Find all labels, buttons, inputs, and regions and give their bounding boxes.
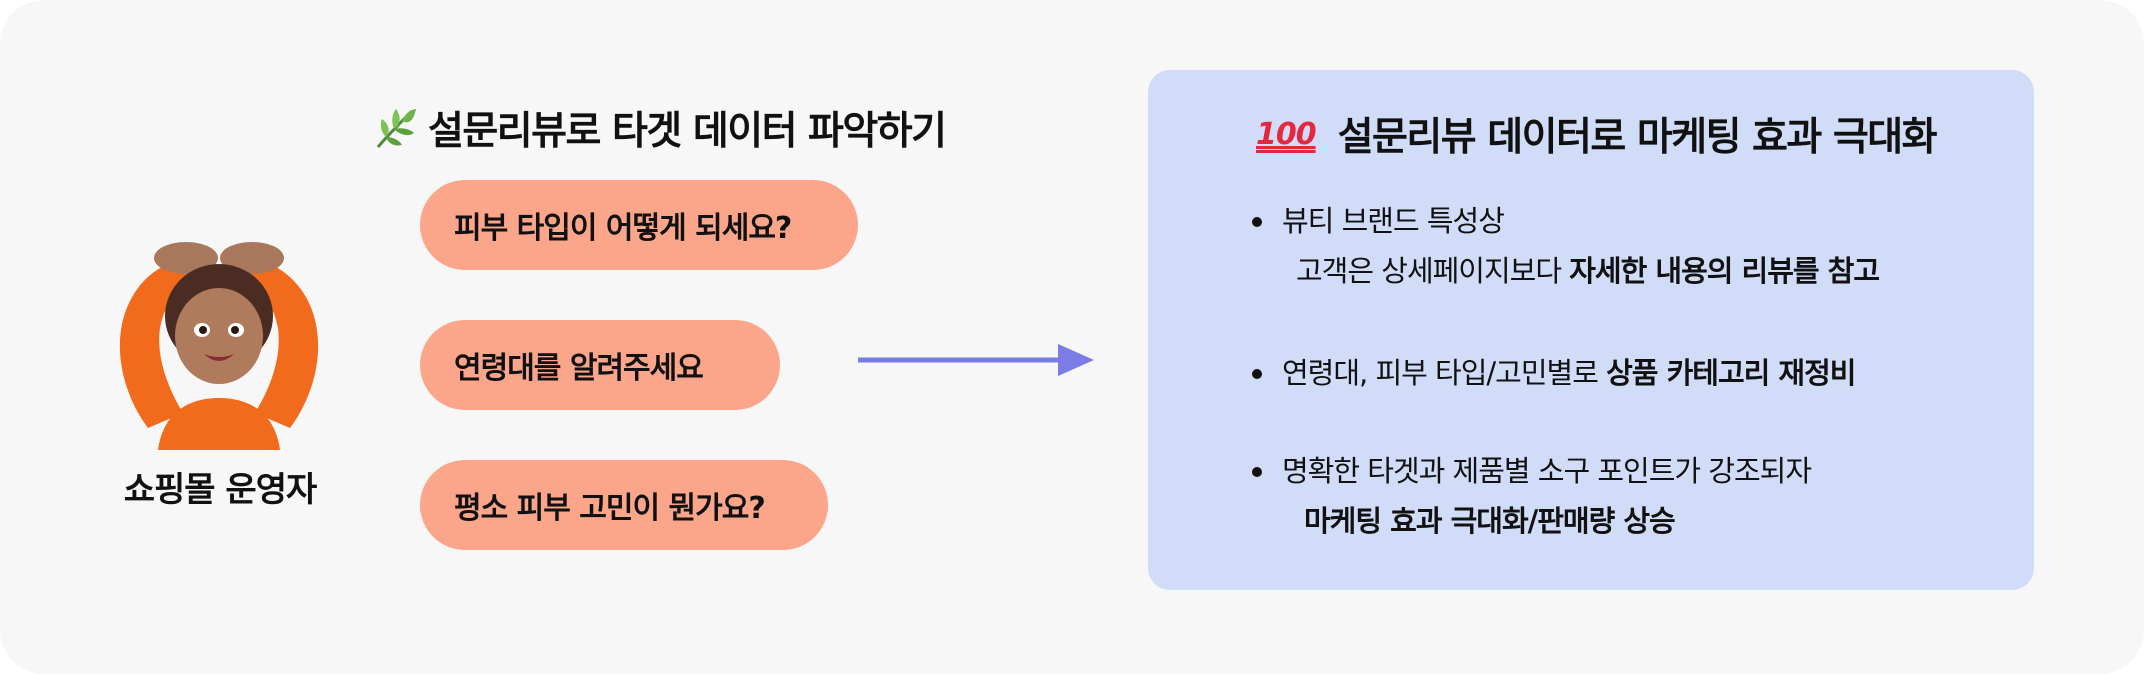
- bullet-text: 연령대, 피부 타입/고민별로: [1282, 356, 1607, 390]
- hundred-points-icon: 100: [1256, 116, 1317, 152]
- bullet-item: 명확한 타겟과 제품별 소구 포인트가 강조되자 마케팅 효과 극대화/판매량 …: [1252, 446, 1812, 546]
- question-pill-skin-concern: 평소 피부 고민이 뭔가요?: [420, 460, 828, 550]
- panel-title-text: 설문리뷰 데이터로 마케팅 효과 극대화: [1337, 115, 1938, 160]
- bullet-dot: [1252, 217, 1262, 227]
- panel-title: 100 설문리뷰 데이터로 마케팅 효과 극대화: [1256, 102, 1938, 166]
- bullet-line: 명확한 타겟과 제품별 소구 포인트가 강조되자: [1282, 454, 1812, 488]
- bullet-emphasis: 자세한 내용의 리뷰를 참고: [1569, 254, 1880, 288]
- arrow-right-icon: [858, 344, 1094, 376]
- left-title-text: 설문리뷰로 타겟 데이터 파악하기: [428, 109, 947, 154]
- bullet-item: 뷰티 브랜드 특성상 고객은 상세페이지보다 자세한 내용의 리뷰를 참고: [1252, 196, 1880, 296]
- bullet-dot: [1252, 467, 1262, 477]
- bullet-emphasis: 상품 카테고리 재정비: [1606, 356, 1856, 390]
- question-pill-skin-type: 피부 타입이 어떻게 되세요?: [420, 180, 858, 270]
- bullet-dot: [1252, 369, 1262, 379]
- question-text: 평소 피부 고민이 뭔가요?: [454, 491, 766, 526]
- left-title: 설문리뷰로 타겟 데이터 파악하기: [372, 100, 947, 156]
- bullet-line: 연령대, 피부 타입/고민별로 상품 카테고리 재정비: [1282, 356, 1856, 390]
- result-panel: 100 설문리뷰 데이터로 마케팅 효과 극대화 뷰티 브랜드 특성상 고객은 …: [1148, 70, 2034, 590]
- herb-icon: [376, 109, 416, 148]
- bullet-item: 연령대, 피부 타입/고민별로 상품 카테고리 재정비: [1252, 348, 1856, 398]
- bullet-line: 뷰티 브랜드 특성상: [1282, 204, 1505, 238]
- persona-label: 쇼핑몰 운영자: [123, 470, 318, 510]
- question-pill-age: 연령대를 알려주세요: [420, 320, 780, 410]
- question-text: 피부 타입이 어떻게 되세요?: [454, 211, 792, 246]
- question-text: 연령대를 알려주세요: [454, 351, 704, 386]
- bullet-text: 고객은 상세페이지보다: [1296, 254, 1570, 288]
- person-gesturing-ok-icon: [119, 242, 319, 450]
- bullet-line: 고객은 상세페이지보다 자세한 내용의 리뷰를 참고: [1296, 246, 1880, 296]
- bullet-emphasis: 마케팅 효과 극대화/판매량 상승: [1304, 504, 1676, 538]
